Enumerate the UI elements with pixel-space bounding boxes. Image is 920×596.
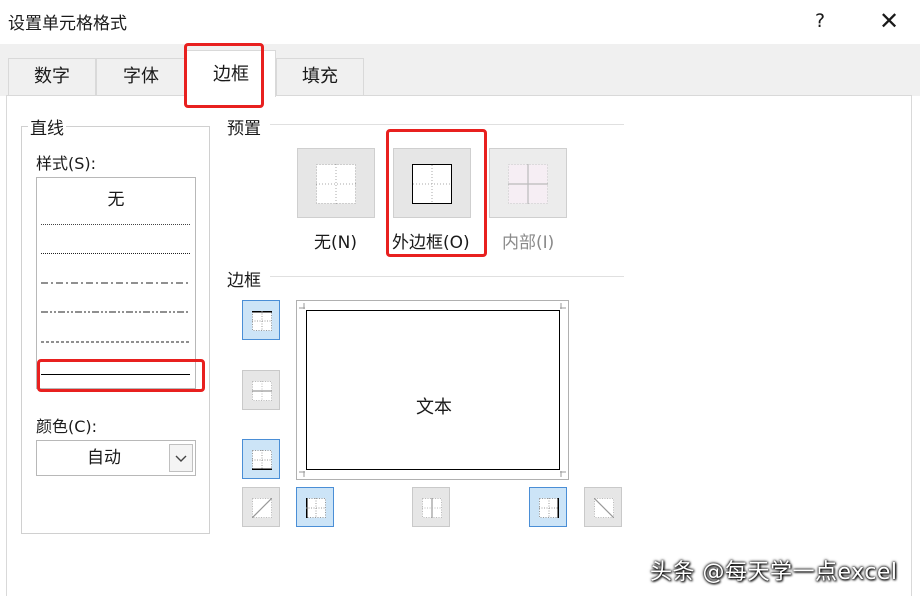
style-label: 样式(S): [36, 154, 97, 173]
corner-mark-icon [560, 471, 566, 477]
diagonal-up-icon [252, 498, 272, 518]
line-style-dotted[interactable] [41, 253, 190, 254]
preview-cell: 文本 [306, 310, 560, 470]
dialog-title: 设置单元格格式 [8, 14, 127, 34]
watermark-text: 头条 @每天学一点excel [650, 560, 898, 585]
top-border-button[interactable] [242, 300, 280, 340]
diagonal-down-button[interactable] [584, 487, 622, 527]
diagonal-up-button[interactable] [242, 487, 280, 527]
preset-outline-label: 外边框(O) [392, 233, 470, 253]
corner-mark-icon [299, 471, 305, 477]
help-button[interactable]: ? [814, 10, 826, 32]
close-button[interactable]: ✕ [878, 7, 900, 35]
preview-text: 文本 [416, 397, 452, 418]
title-bar: 设置单元格格式 ? ✕ [0, 0, 920, 44]
preset-none-button[interactable] [297, 148, 375, 218]
preset-none-icon [316, 164, 356, 204]
inside-vertical-button[interactable] [412, 487, 450, 527]
line-style-dash-dot[interactable] [41, 282, 190, 284]
color-label: 颜色(C): [36, 417, 98, 436]
border-separator [270, 276, 624, 277]
border-group-title: 边框 [225, 266, 263, 291]
preset-inside-button[interactable] [489, 148, 567, 218]
preset-separator [270, 124, 624, 125]
diagonal-down-icon [594, 498, 614, 518]
line-style-list[interactable]: 无 [36, 177, 196, 389]
inside-horizontal-icon [252, 381, 272, 401]
tab-border[interactable]: 边框 [186, 50, 276, 97]
inside-vertical-icon [422, 498, 442, 518]
inside-horizontal-button[interactable] [242, 370, 280, 410]
border-preview[interactable]: 文本 [296, 300, 569, 480]
line-style-dash-dot-dot[interactable] [41, 311, 190, 313]
tab-fill[interactable]: 填充 [276, 58, 364, 96]
line-style-hair[interactable] [41, 224, 190, 225]
right-border-button[interactable] [529, 487, 567, 527]
left-border-icon [306, 498, 326, 518]
line-style-dashed[interactable] [41, 341, 190, 343]
corner-mark-icon [560, 303, 566, 309]
right-border-icon [539, 498, 559, 518]
chevron-down-icon[interactable] [169, 444, 193, 472]
preset-outline-icon [412, 164, 452, 204]
left-border-button[interactable] [296, 487, 334, 527]
line-group-title: 直线 [28, 114, 66, 139]
tab-number[interactable]: 数字 [8, 58, 96, 96]
top-border-icon [252, 311, 272, 331]
tab-font[interactable]: 字体 [96, 58, 186, 96]
line-groupbox [21, 126, 210, 534]
corner-mark-icon [299, 303, 305, 309]
color-value: 自动 [87, 448, 121, 468]
preset-none-label: 无(N) [314, 233, 357, 253]
preset-inside-icon [508, 164, 548, 204]
bottom-border-button[interactable] [242, 439, 280, 479]
line-style-thin-solid[interactable] [41, 374, 190, 375]
preset-inside-label: 内部(I) [502, 233, 555, 253]
line-style-none[interactable]: 无 [107, 190, 125, 210]
color-dropdown[interactable]: 自动 [36, 440, 196, 476]
preset-outline-button[interactable] [393, 148, 471, 218]
preset-group-title: 预置 [225, 114, 263, 139]
bottom-border-icon [252, 450, 272, 470]
